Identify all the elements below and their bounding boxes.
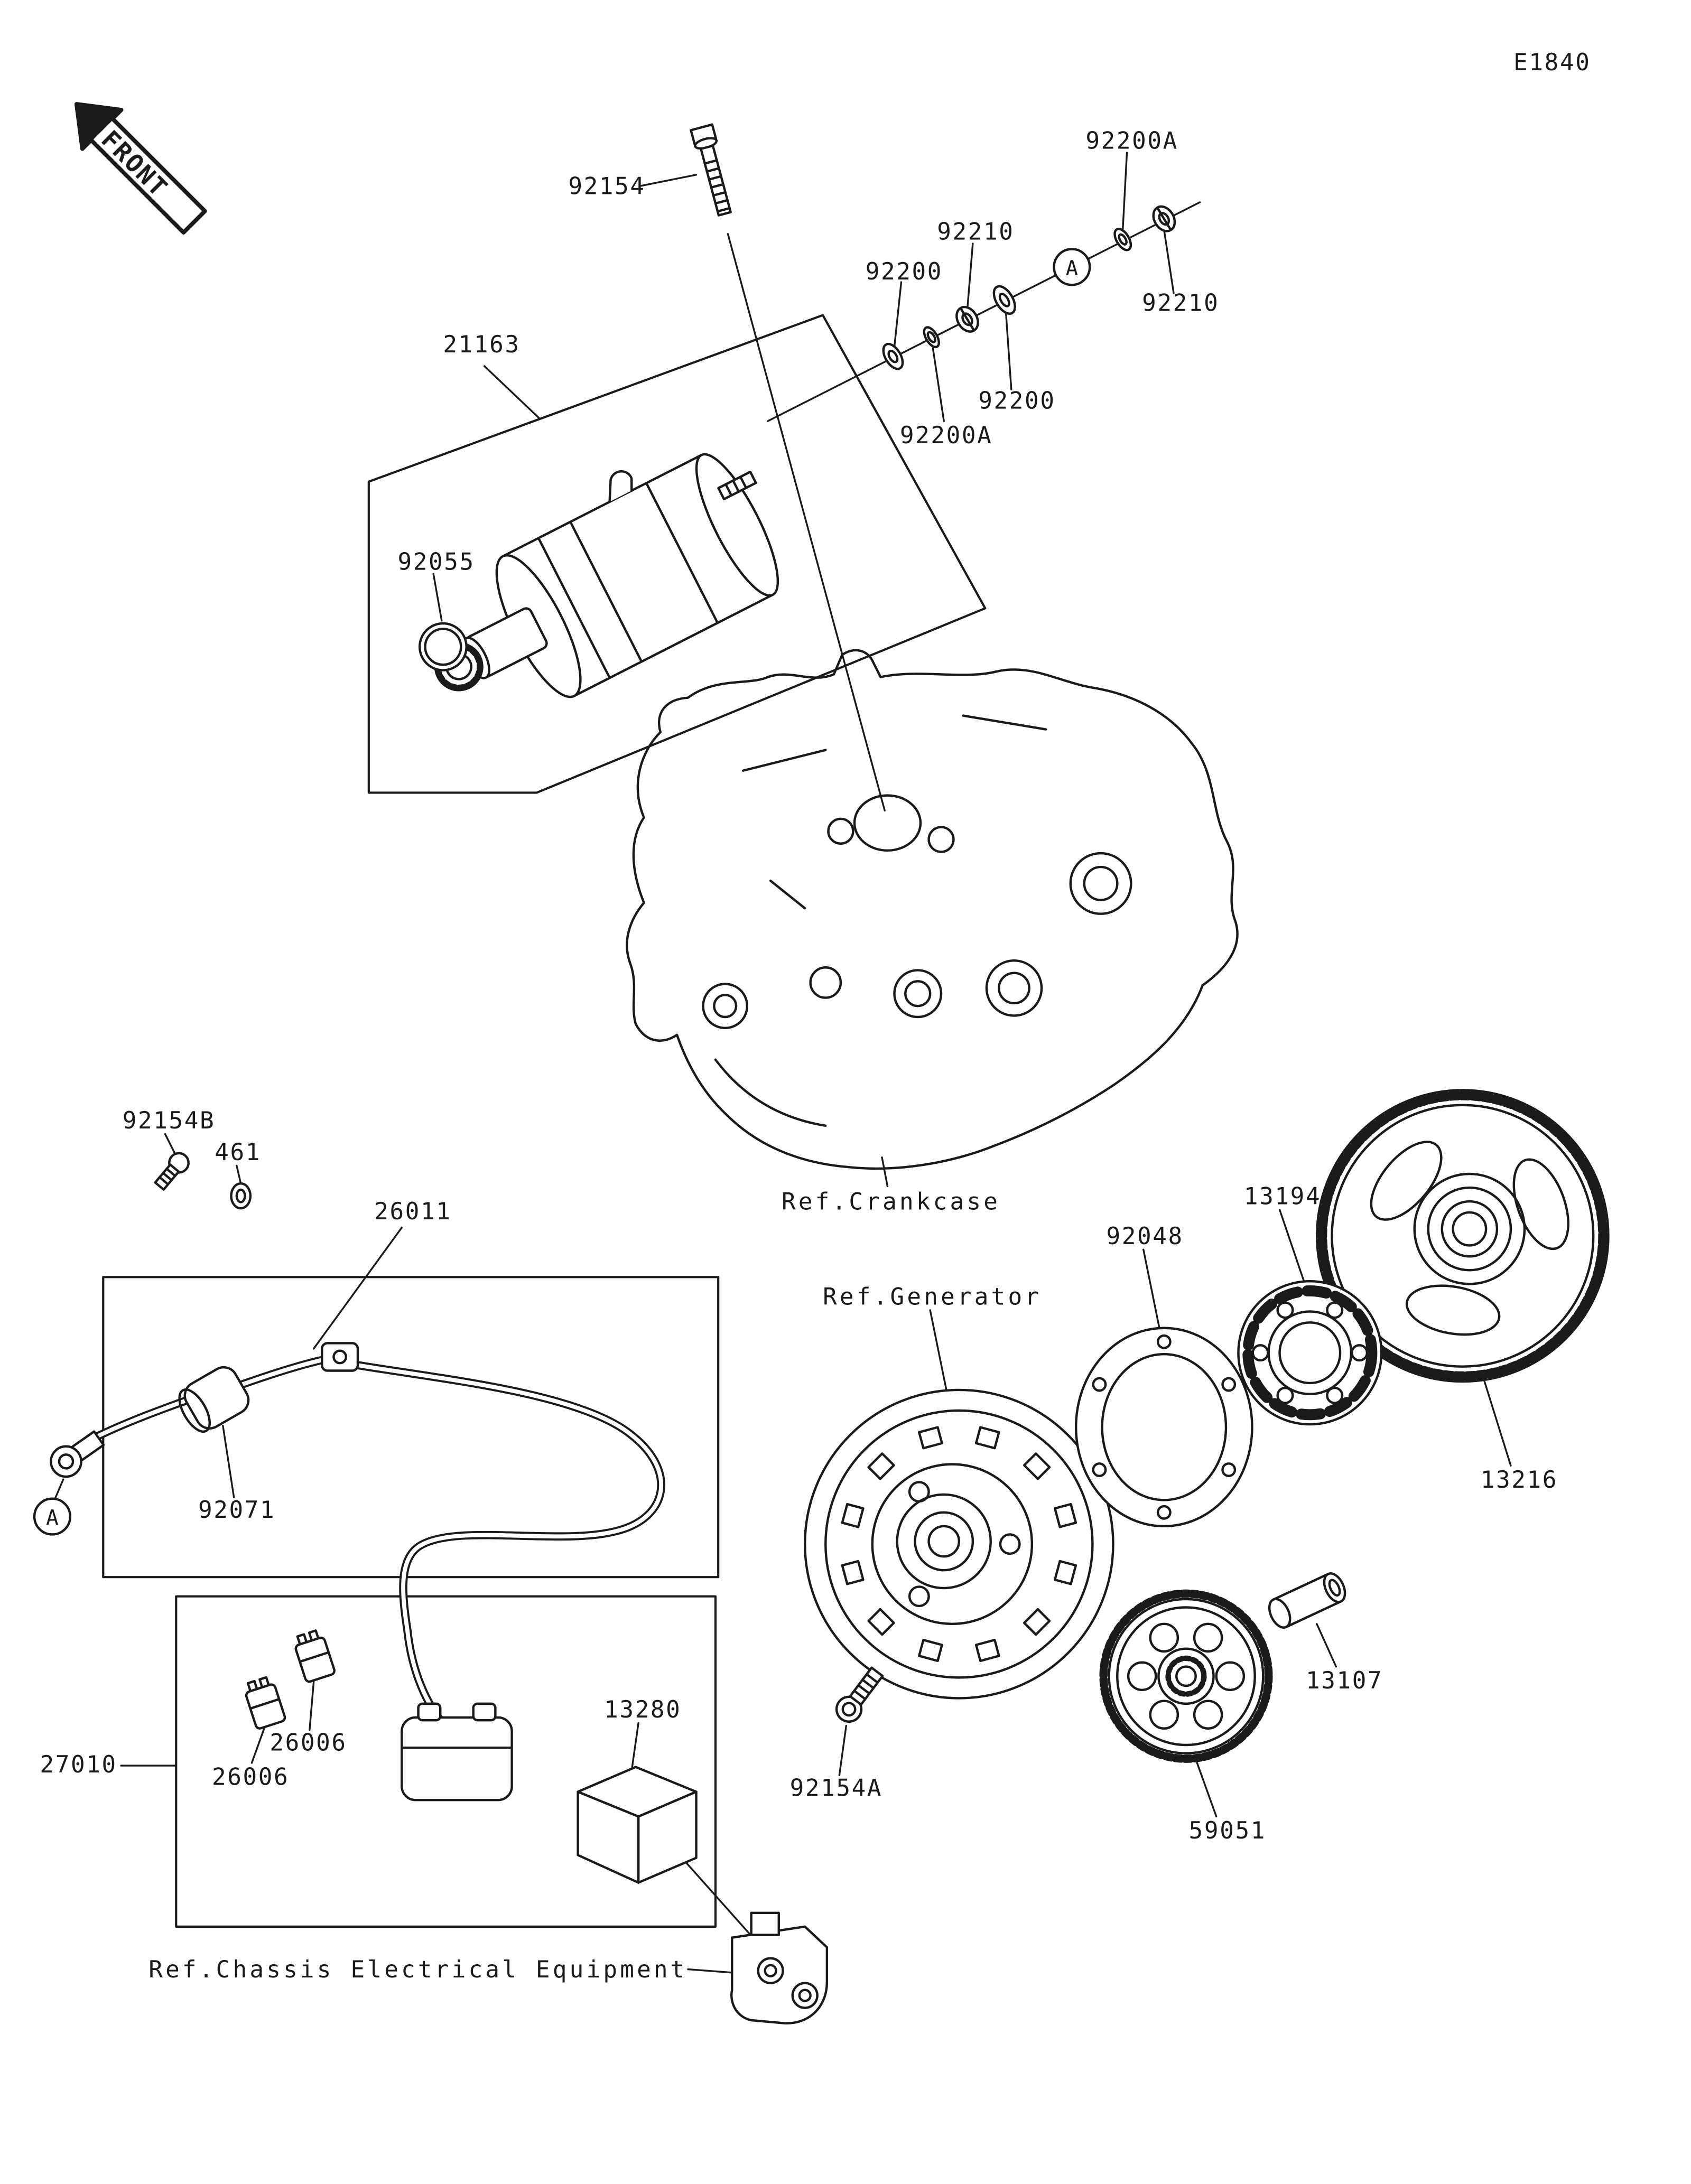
callout-ref-generator: Ref.Generator — [823, 1284, 1042, 1312]
callout-ref-crankcase: Ref.Crankcase — [781, 1189, 1001, 1217]
battery-cable-drawing — [50, 1342, 665, 1724]
nut-92210-b — [1152, 205, 1176, 232]
rubber-case-13280 — [577, 1766, 698, 1884]
front-arrow-icon: FRONT — [74, 102, 207, 235]
callout-92055: 92055 — [397, 549, 475, 577]
callout-92048: 92048 — [1106, 1223, 1184, 1251]
starter-relay-drawing — [401, 1702, 513, 1802]
callout-26006-a: 26006 — [211, 1764, 290, 1792]
starter-gear-13216 — [1316, 1089, 1610, 1383]
callout-461: 461 — [215, 1139, 261, 1167]
callout-92071: 92071 — [198, 1497, 276, 1525]
group-box-27010 — [175, 1595, 717, 1928]
group-box-21163 — [367, 314, 987, 794]
callout-92154B: 92154B — [122, 1107, 216, 1136]
callout-92200A-top: 92200A — [1085, 128, 1178, 156]
nut-92210-a — [955, 305, 979, 333]
svg-text:A: A — [1066, 257, 1079, 281]
bolt-92154 — [690, 123, 732, 217]
o-ring-92055 — [418, 622, 468, 671]
flywheel-magnet-slots — [841, 1426, 1077, 1663]
washer-nut-stack — [882, 205, 1176, 370]
gear-59051 — [1099, 1589, 1273, 1763]
front-arrow-label: FRONT — [96, 125, 174, 203]
one-way-clutch-13194 — [1237, 1280, 1383, 1426]
callout-13216: 13216 — [1480, 1467, 1558, 1495]
callout-13107: 13107 — [1306, 1668, 1383, 1696]
washer-461 — [230, 1182, 252, 1210]
callout-13194: 13194 — [1243, 1183, 1322, 1211]
leader-lines — [54, 152, 1512, 1975]
callout-26006-b: 26006 — [270, 1730, 347, 1758]
callout-26011: 26011 — [374, 1198, 452, 1226]
bracket-drawing — [730, 1911, 829, 2024]
starter-motor-drawing — [434, 453, 779, 698]
callout-92200-b: 92200 — [978, 388, 1056, 416]
fuse-26006-a — [245, 1676, 286, 1730]
plate-92048 — [1074, 1327, 1253, 1528]
callout-circle-a-bottom: A — [33, 1497, 72, 1536]
callout-92200A-b: 92200A — [899, 422, 993, 450]
bolt-92154B — [154, 1152, 190, 1191]
callout-92154A: 92154A — [789, 1775, 883, 1803]
callout-59051: 59051 — [1188, 1818, 1266, 1846]
callout-circle-a-top: A — [1053, 248, 1091, 286]
bolt-92154A — [835, 1666, 884, 1723]
group-box-26011 — [102, 1276, 720, 1579]
callout-92200-a: 92200 — [865, 258, 943, 286]
page-code: E1840 — [1513, 49, 1591, 77]
generator-flywheel-drawing — [804, 1388, 1114, 1700]
svg-text:A: A — [46, 1506, 59, 1530]
callout-92210-b: 92210 — [1142, 290, 1220, 318]
crankcase-drawing — [626, 649, 1239, 1170]
callout-92210-a: 92210 — [937, 219, 1015, 247]
cable-terminal — [321, 1342, 359, 1372]
callout-ref-chassis: Ref.Chassis Electrical Equipment — [148, 1957, 687, 1985]
callout-13280: 13280 — [604, 1696, 682, 1724]
callout-21163: 21163 — [443, 331, 521, 359]
callout-92154: 92154 — [568, 173, 646, 201]
callout-27010: 27010 — [40, 1752, 117, 1780]
sleeve-13107 — [1268, 1572, 1346, 1629]
rubber-boot-92071 — [178, 1366, 250, 1433]
fuse-26006-b — [294, 1629, 336, 1683]
